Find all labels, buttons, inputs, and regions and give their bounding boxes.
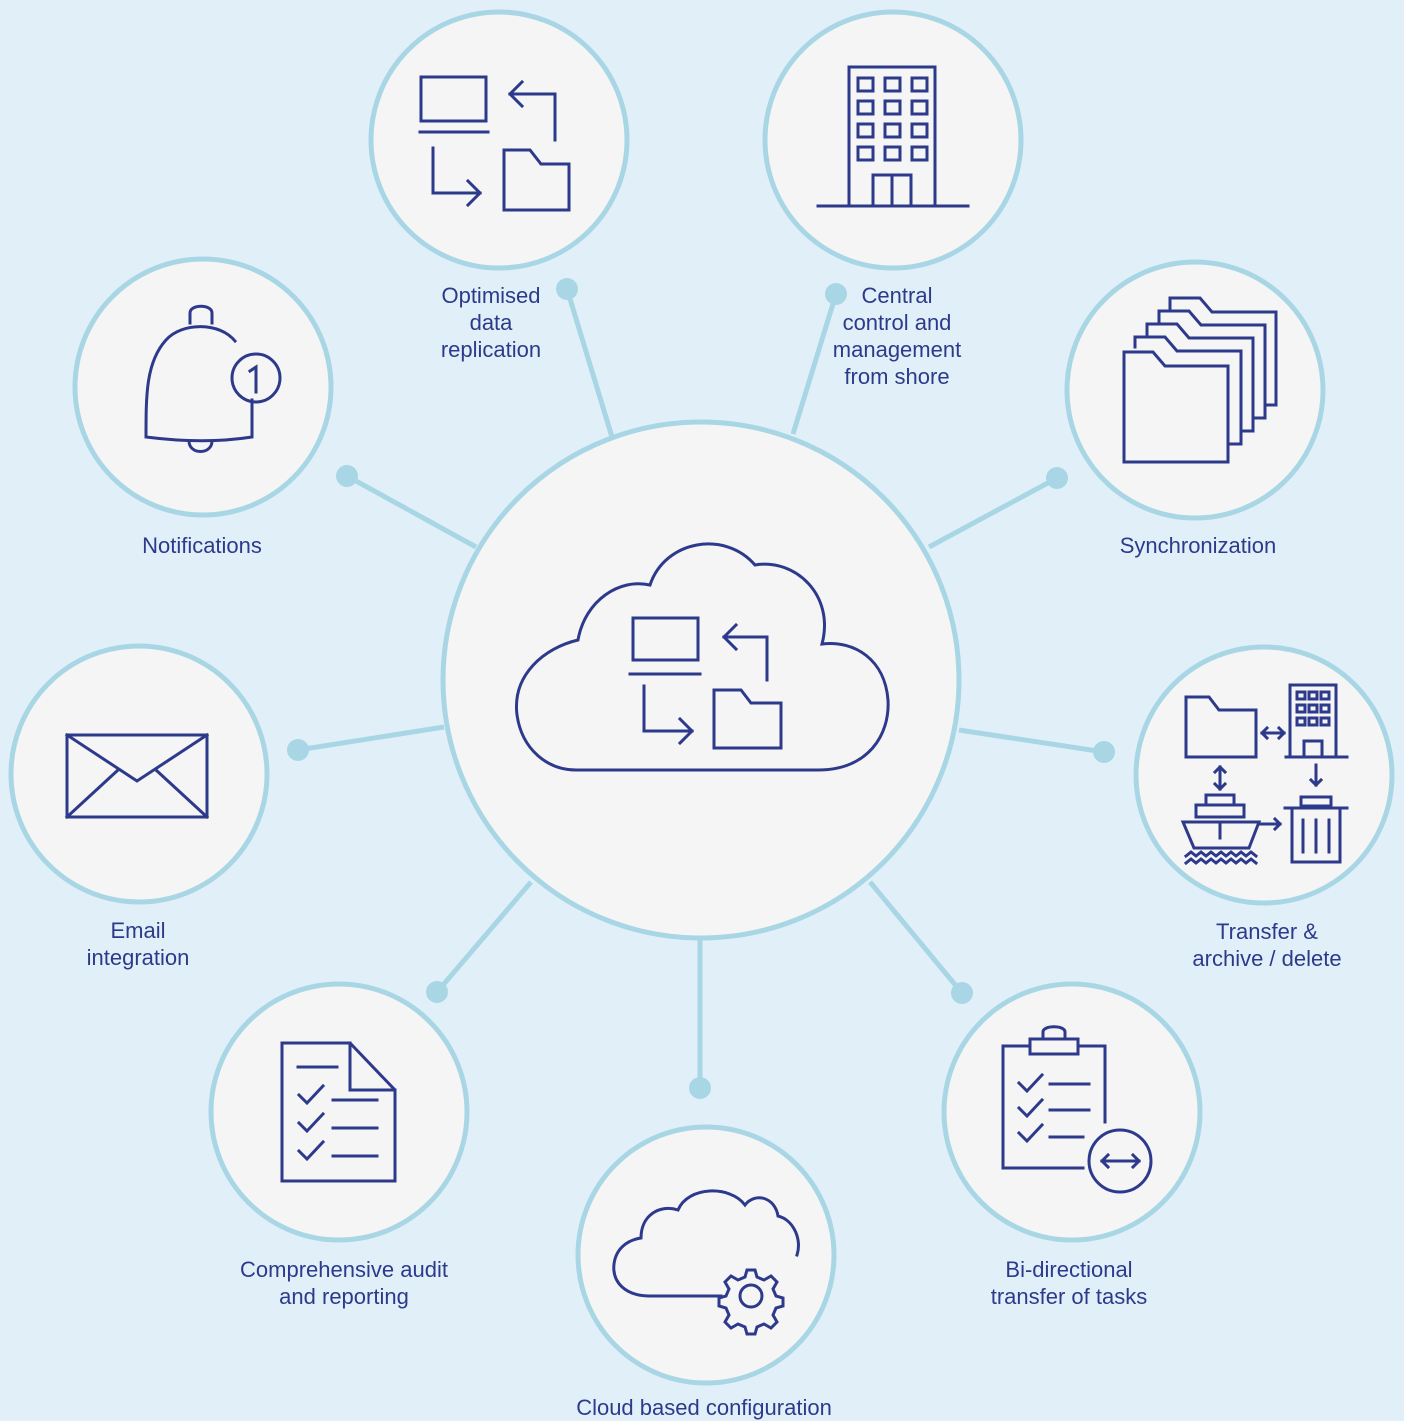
connectors xyxy=(287,278,1115,1099)
node-central-control xyxy=(762,9,1024,271)
label-transfer-archive-delete: Transfer & archive / delete xyxy=(1192,919,1342,971)
node-circle-synchronization xyxy=(1064,259,1326,521)
connector-optimised-data-replication xyxy=(564,288,615,438)
label-central-control: Central control and management from shor… xyxy=(832,283,962,389)
label-email-integration: Email integration xyxy=(86,918,190,970)
stacked-folders-icon xyxy=(1122,296,1278,464)
connector-dot-email-integration xyxy=(287,739,309,761)
cloud-gear-icon xyxy=(612,1189,800,1336)
center-circle xyxy=(440,419,962,941)
connector-dot-transfer-archive-delete xyxy=(1093,741,1115,763)
connector-dot-audit-reporting xyxy=(426,981,448,1003)
label-audit-reporting: Comprehensive audit and reporting xyxy=(240,1257,448,1309)
node-notifications xyxy=(72,256,334,518)
node-optimised-data-replication xyxy=(368,9,630,271)
node-circle-email-integration xyxy=(8,643,270,905)
node-cloud-configuration xyxy=(575,1124,837,1386)
checklist-document-icon xyxy=(280,1041,397,1183)
label-notifications: Notifications xyxy=(142,533,262,558)
node-bidirectional-transfer xyxy=(941,981,1203,1243)
node-audit-reporting xyxy=(208,981,470,1243)
connector-dot-notifications xyxy=(336,465,358,487)
label-cloud-configuration: Cloud based configuration xyxy=(576,1395,832,1420)
connector-dot-central-control xyxy=(825,283,847,305)
node-circle-notifications xyxy=(72,256,334,518)
connector-transfer-archive-delete xyxy=(958,727,1105,755)
connector-dot-bidirectional-transfer xyxy=(951,982,973,1004)
bell-notification-icon xyxy=(144,304,282,453)
center-hub xyxy=(440,419,962,941)
node-circle-audit-reporting xyxy=(208,981,470,1243)
node-synchronization xyxy=(1064,259,1326,521)
envelope-icon xyxy=(64,732,210,820)
connector-synchronization xyxy=(927,475,1059,550)
office-building-icon xyxy=(816,65,970,208)
connector-notifications xyxy=(345,473,478,550)
node-circle-central-control xyxy=(762,9,1024,271)
label-bidirectional-transfer: Bi-directional transfer of tasks xyxy=(990,1257,1148,1309)
connector-dot-optimised-data-replication xyxy=(556,278,578,300)
cloud-data-replication-icon xyxy=(515,542,890,772)
clipboard-transfer-icon xyxy=(1001,1025,1153,1194)
node-transfer-archive-delete xyxy=(1133,644,1395,906)
connector-dot-synchronization xyxy=(1046,467,1068,489)
node-circle-transfer-archive-delete xyxy=(1133,644,1395,906)
node-circle-optimised-data-replication xyxy=(368,9,630,271)
node-email-integration xyxy=(8,643,270,905)
transfer-archive-delete-icon xyxy=(1180,683,1349,866)
connector-email-integration xyxy=(297,724,445,753)
node-circle-bidirectional-transfer xyxy=(941,981,1203,1243)
connector-audit-reporting xyxy=(435,880,533,994)
data-replication-icon xyxy=(418,75,571,212)
node-circle-cloud-configuration xyxy=(575,1124,837,1386)
connector-central-control xyxy=(790,293,839,435)
connector-bidirectional-transfer xyxy=(868,880,964,995)
label-synchronization: Synchronization xyxy=(1119,533,1277,558)
label-optimised-data-replication: Optimised data replication xyxy=(440,283,542,362)
connector-dot-cloud-configuration xyxy=(689,1077,711,1099)
